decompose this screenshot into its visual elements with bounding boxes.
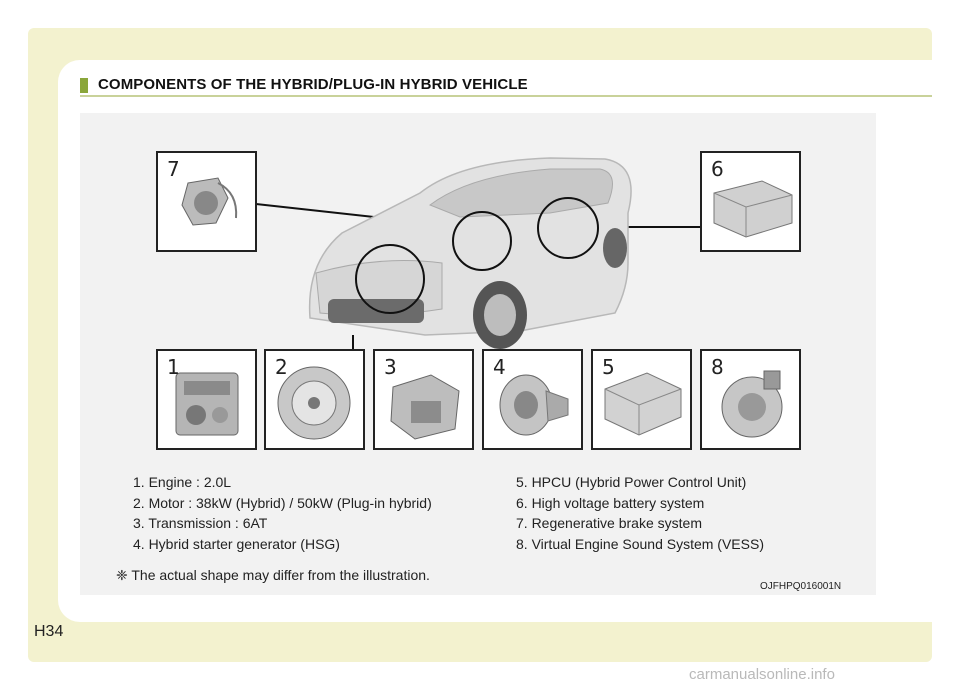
component-number: 1	[167, 355, 180, 379]
component-box-6: 6	[700, 151, 801, 252]
legend-item: 3. Transmission : 6AT	[133, 515, 268, 531]
generator-icon	[499, 374, 569, 436]
component-number: 7	[167, 157, 180, 181]
legend-item: 1. Engine : 2.0L	[133, 474, 232, 490]
component-number: 6	[711, 157, 724, 181]
illustration-note: ❈ The actual shape may differ from the i…	[116, 567, 430, 583]
section-rule	[80, 95, 932, 97]
legend-right: 5. HPCU (Hybrid Power Control Unit) 6. H…	[516, 472, 764, 554]
component-number: 3	[384, 355, 397, 379]
battery-icon	[713, 180, 793, 238]
component-box-7: 7	[156, 151, 257, 252]
engine-icon	[175, 372, 239, 436]
transmission-icon	[390, 374, 460, 440]
legend-left: 1. Engine : 2.0L 2. Motor : 38kW (Hybrid…	[133, 472, 432, 554]
component-number: 2	[275, 355, 288, 379]
legend-item: 4. Hybrid starter generator (HSG)	[133, 535, 340, 552]
brake-system-icon	[181, 177, 238, 226]
speaker-icon	[721, 370, 783, 438]
component-number: 4	[493, 355, 506, 379]
car-illustration	[255, 157, 700, 349]
component-number: 5	[602, 355, 615, 379]
component-number: 8	[711, 355, 724, 379]
legend-item: 5. HPCU (Hybrid Power Control Unit)	[516, 474, 747, 490]
component-box-4: 4	[482, 349, 583, 450]
legend-item: 6. High voltage battery system	[516, 494, 705, 511]
legend-item: 7. Regenerative brake system	[516, 515, 702, 531]
legend-item: 8. Virtual Engine Sound System (VESS)	[516, 535, 764, 552]
section-accent-bar	[80, 78, 88, 93]
component-box-3: 3	[373, 349, 474, 450]
component-box-1: 1	[156, 349, 257, 450]
watermark: carmanualsonline.info	[689, 666, 835, 683]
component-box-8: 8	[700, 349, 801, 450]
motor-icon	[277, 366, 351, 440]
control-unit-icon	[604, 372, 682, 436]
illustration-code: OJFHPQ016001N	[760, 581, 842, 592]
page-number: H34	[34, 623, 64, 640]
component-box-5: 5	[591, 349, 692, 450]
component-box-2: 2	[264, 349, 365, 450]
section-title: COMPONENTS OF THE HYBRID/PLUG-IN HYBRID …	[98, 76, 528, 93]
legend-item: 2. Motor : 38kW (Hybrid) / 50kW (Plug-in…	[133, 494, 432, 511]
